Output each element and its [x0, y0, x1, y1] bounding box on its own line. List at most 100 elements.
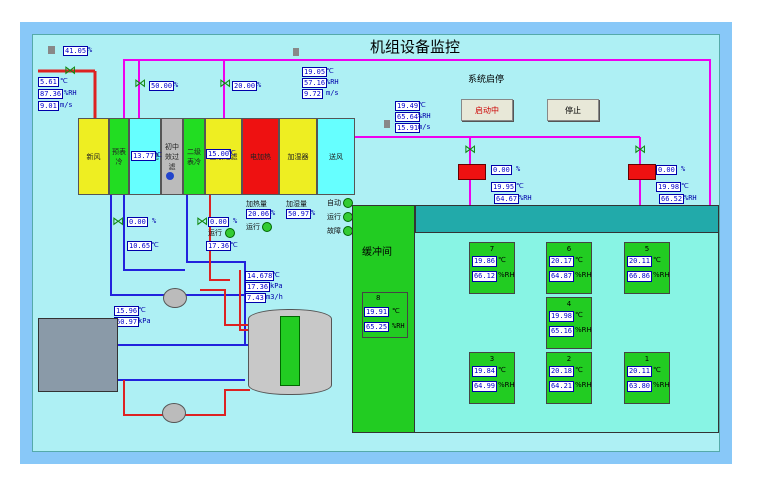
unit-label: ℃	[653, 256, 661, 264]
unit-label: %RH	[575, 381, 592, 389]
page-title: 机组设备监控	[369, 38, 460, 56]
status-auto-lamp	[343, 198, 353, 208]
room-number: 1	[644, 355, 650, 363]
heater-run-label: 运行	[246, 223, 260, 231]
section-humidifier: 加湿器	[279, 118, 317, 195]
start-button[interactable]: 启动中	[461, 99, 513, 121]
status-auto-label: 自动	[327, 199, 341, 207]
unit-label: ℃	[138, 306, 146, 314]
pump1-temp: 15.96	[114, 306, 140, 316]
unit-label: ℃	[418, 101, 426, 109]
reheat1-valve: 0.00	[491, 165, 512, 175]
room-hum: 66.86	[627, 271, 652, 282]
unit-label: m/s	[418, 123, 431, 131]
room-temp: 20.11	[627, 256, 652, 267]
unit-label: ℃	[154, 151, 162, 159]
unit-label: m/s	[60, 101, 73, 109]
room-number: 2	[566, 355, 572, 363]
room-hum: 66.12	[472, 271, 497, 282]
valve-top2-value: 20.00	[232, 81, 258, 91]
unit-label: ℃	[516, 182, 524, 190]
supply-main-hum: 57.16	[302, 78, 328, 88]
section-fresh-air: 新风	[78, 118, 109, 195]
heater-value: 20.06	[246, 209, 272, 219]
section-pre-cool: 预表冷	[109, 118, 129, 195]
buffer-label: 缓冲间	[362, 247, 392, 258]
room-hum: 63.80	[627, 381, 652, 392]
valve-icon[interactable]: ⋈	[464, 142, 476, 156]
section-mid-filter: 初中效过滤	[161, 118, 183, 195]
supply-duct-vel: 15.91	[395, 123, 421, 133]
unit-label: kPa	[270, 282, 283, 290]
heater-label: 加热量	[246, 200, 267, 208]
reheat2-temp: 19.98	[656, 182, 682, 192]
room-7: 7 19.86 ℃ 66.12 %RH	[469, 242, 515, 294]
unit-label: %RH	[653, 271, 670, 279]
valve-icon[interactable]: ⋈	[634, 142, 646, 156]
chiller-out-flow: 7.43	[245, 293, 266, 303]
supply-main-vel: 9.72	[302, 89, 323, 99]
sensor-icon	[48, 46, 55, 54]
valve-icon[interactable]: ⋈	[134, 76, 146, 90]
valve-icon[interactable]: ⋈	[219, 76, 231, 90]
buffer-temp: 19.91	[364, 307, 390, 317]
unit-label: %	[311, 209, 316, 217]
valve-icon[interactable]: ⋈	[64, 63, 76, 77]
stop-button[interactable]: 停止	[547, 99, 599, 121]
room-6: 6 20.17 ℃ 64.87 %RH	[546, 242, 592, 294]
supply-main-temp: 19.05	[302, 67, 328, 77]
pump-icon[interactable]	[163, 288, 187, 308]
unit-label: %	[88, 46, 93, 54]
unit-label: kPa	[138, 317, 151, 325]
unit-label: %RH	[64, 89, 77, 97]
sensor-icon	[293, 48, 299, 56]
unit-label: %	[516, 165, 521, 173]
reheat2-valve: 0.00	[656, 165, 677, 175]
fresh-air-vel: 9.01	[38, 101, 59, 111]
heater-coil-icon	[628, 164, 656, 180]
unit-label: ℃	[498, 256, 506, 264]
pump-icon[interactable]	[162, 403, 186, 423]
post-cool-temp: 13.77	[131, 151, 157, 161]
unit-label: ℃	[228, 149, 236, 157]
room-5: 5 20.11 ℃ 66.86 %RH	[624, 242, 670, 294]
unit-label: ℃	[498, 366, 506, 374]
room-temp: 19.84	[472, 366, 497, 377]
unit-label: %	[271, 209, 276, 217]
unit-label: %RH	[519, 194, 532, 202]
room-number: 6	[566, 245, 572, 253]
humidifier-value: 50.97	[286, 209, 312, 219]
room-3: 3 19.84 ℃ 64.99 %RH	[469, 352, 515, 404]
system-label: 系统启停	[468, 75, 505, 85]
valve-icon[interactable]: ⋈	[196, 214, 208, 228]
unit-label: %RH	[392, 322, 405, 330]
cool-valve2-temp: 17.36	[206, 241, 232, 251]
unit-label: %RH	[684, 194, 697, 202]
unit-label: m/s	[326, 89, 339, 97]
unit-label: %RH	[498, 271, 515, 279]
fresh-air-hum: 87.36	[38, 89, 64, 99]
unit-label: ℃	[151, 241, 159, 249]
room-temp: 20.17	[549, 256, 574, 267]
sensor-icon	[384, 120, 390, 128]
supply-duct-temp: 19.49	[395, 101, 421, 111]
room-temp: 19.98	[549, 311, 574, 322]
room-number: 3	[489, 355, 495, 363]
unit-label: ℃	[60, 77, 68, 85]
unit-label: ℃	[681, 182, 689, 190]
cool-valve1-temp: 10.65	[127, 241, 153, 251]
unit-label: ℃	[575, 311, 583, 319]
chiller-unit-icon	[38, 318, 118, 392]
section-heater: 电加热	[242, 118, 279, 195]
section-cool2: 二级表冷	[183, 118, 205, 195]
room-temp: 19.86	[472, 256, 497, 267]
valve-icon[interactable]: ⋈	[112, 214, 124, 228]
cool-valve2-run-label: 运行	[208, 229, 222, 237]
chiller-out-pres: 17.36	[245, 282, 271, 292]
room-hum: 64.99	[472, 381, 497, 392]
heater-run-lamp	[262, 222, 272, 232]
valve-top1-value: 50.00	[149, 81, 175, 91]
post-cool2-temp: 15.00	[206, 149, 232, 159]
room-hum: 65.16	[549, 326, 574, 337]
room-2: 2 20.18 ℃ 64.21 %RH	[546, 352, 592, 404]
